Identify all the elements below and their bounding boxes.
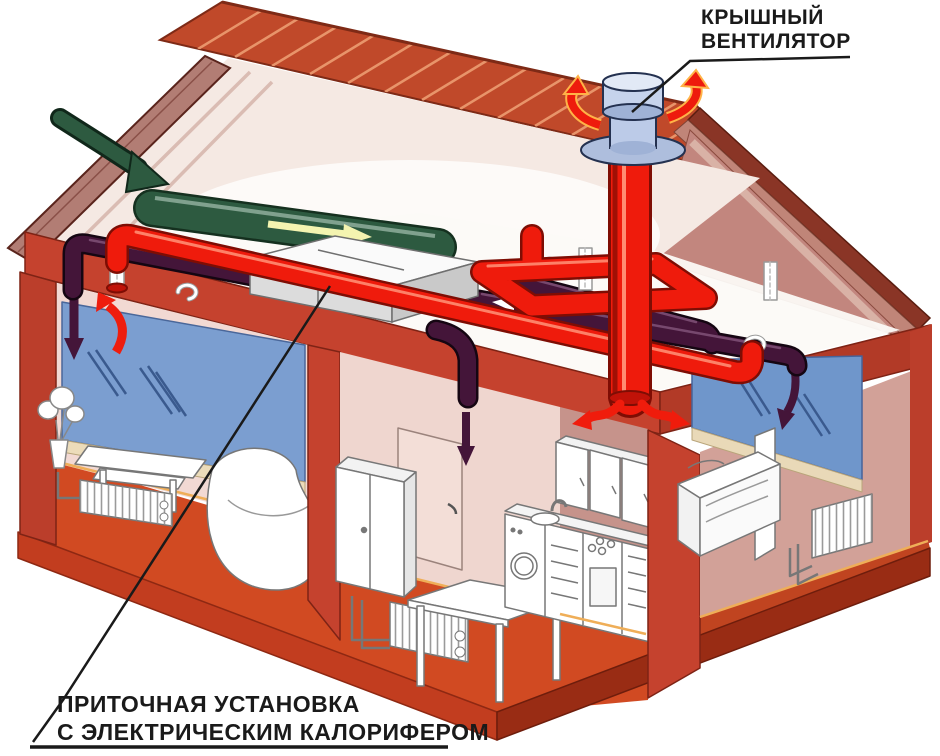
roof-fan-leader [631, 55, 851, 113]
supply-vertical-duct [608, 128, 652, 418]
window-sill [691, 427, 863, 493]
supply-unit-leader [31, 285, 332, 743]
middle-room-radiator [350, 596, 469, 663]
intake-flow-arrow [267, 220, 347, 238]
exhaust-run-left [65, 235, 260, 298]
baseboard [559, 612, 647, 636]
wardrobe [335, 456, 417, 598]
bed [677, 427, 781, 561]
kitchen-supply-diffuser-arrows [572, 399, 690, 430]
pillow [687, 459, 725, 469]
left-room-radiator [56, 472, 173, 527]
window-reflections [736, 375, 832, 437]
left-room-supply-arrow [96, 292, 127, 355]
kitchen-sink [530, 512, 560, 526]
intake-arrow-shaft [53, 111, 145, 175]
labels: КРЫШНЫЙ ВЕНТИЛЯТОР ПРИТОЧНАЯ УСТАНОВКА С… [57, 5, 851, 745]
middle-room-exhaust-arrow [457, 412, 475, 466]
right-edge-wall [910, 324, 932, 550]
left-room-exhaust-arrow [64, 298, 84, 360]
roof-fan-label-line1: КРЫШНЫЙ [701, 5, 824, 29]
bedroom-radiator [788, 493, 873, 586]
stove-burners [587, 536, 616, 556]
supply-loop [472, 254, 716, 316]
exhaust-drop-middle [428, 322, 476, 406]
beanbag-fold [227, 499, 311, 517]
faucet [550, 499, 568, 512]
kitchen-upper-cabinets [555, 435, 663, 529]
house-plant [37, 386, 85, 469]
slab-right-face [496, 547, 931, 741]
oven [589, 567, 617, 607]
roof-fan-label-line2: ВЕНТИЛЯТОР [701, 30, 851, 53]
exhaust-duct-network [62, 233, 808, 409]
roof-exhaust-arrows [561, 68, 710, 131]
leader-lines [30, 55, 851, 749]
fan-cap-top [602, 72, 664, 92]
floor-bedroom [700, 540, 930, 636]
rooms [17, 271, 932, 741]
kitchen-lower-run [504, 499, 663, 643]
partition-wall [307, 344, 341, 641]
intake-arrow-head [124, 150, 171, 194]
baseboard [699, 539, 929, 619]
supply-unit-label-line2: С ЭЛЕКТРИЧЕСКИМ КАЛОРИФЕРОМ [57, 719, 489, 745]
middle-room-table [407, 579, 571, 703]
window-reflections [86, 349, 188, 417]
door-handle [447, 502, 458, 515]
intake-duct-highlight [154, 196, 436, 238]
outdoor-air-intake [50, 108, 457, 266]
supply-duct-network [105, 128, 764, 430]
supply-main-run [107, 226, 762, 382]
attic-beam [68, 70, 252, 252]
corner-column [647, 429, 701, 699]
supply-outlet-cap [106, 282, 128, 294]
exhaust-run-front [470, 292, 805, 374]
supply-unit-label-line1: ПРИТОЧНАЯ УСТАНОВКА [57, 691, 360, 717]
